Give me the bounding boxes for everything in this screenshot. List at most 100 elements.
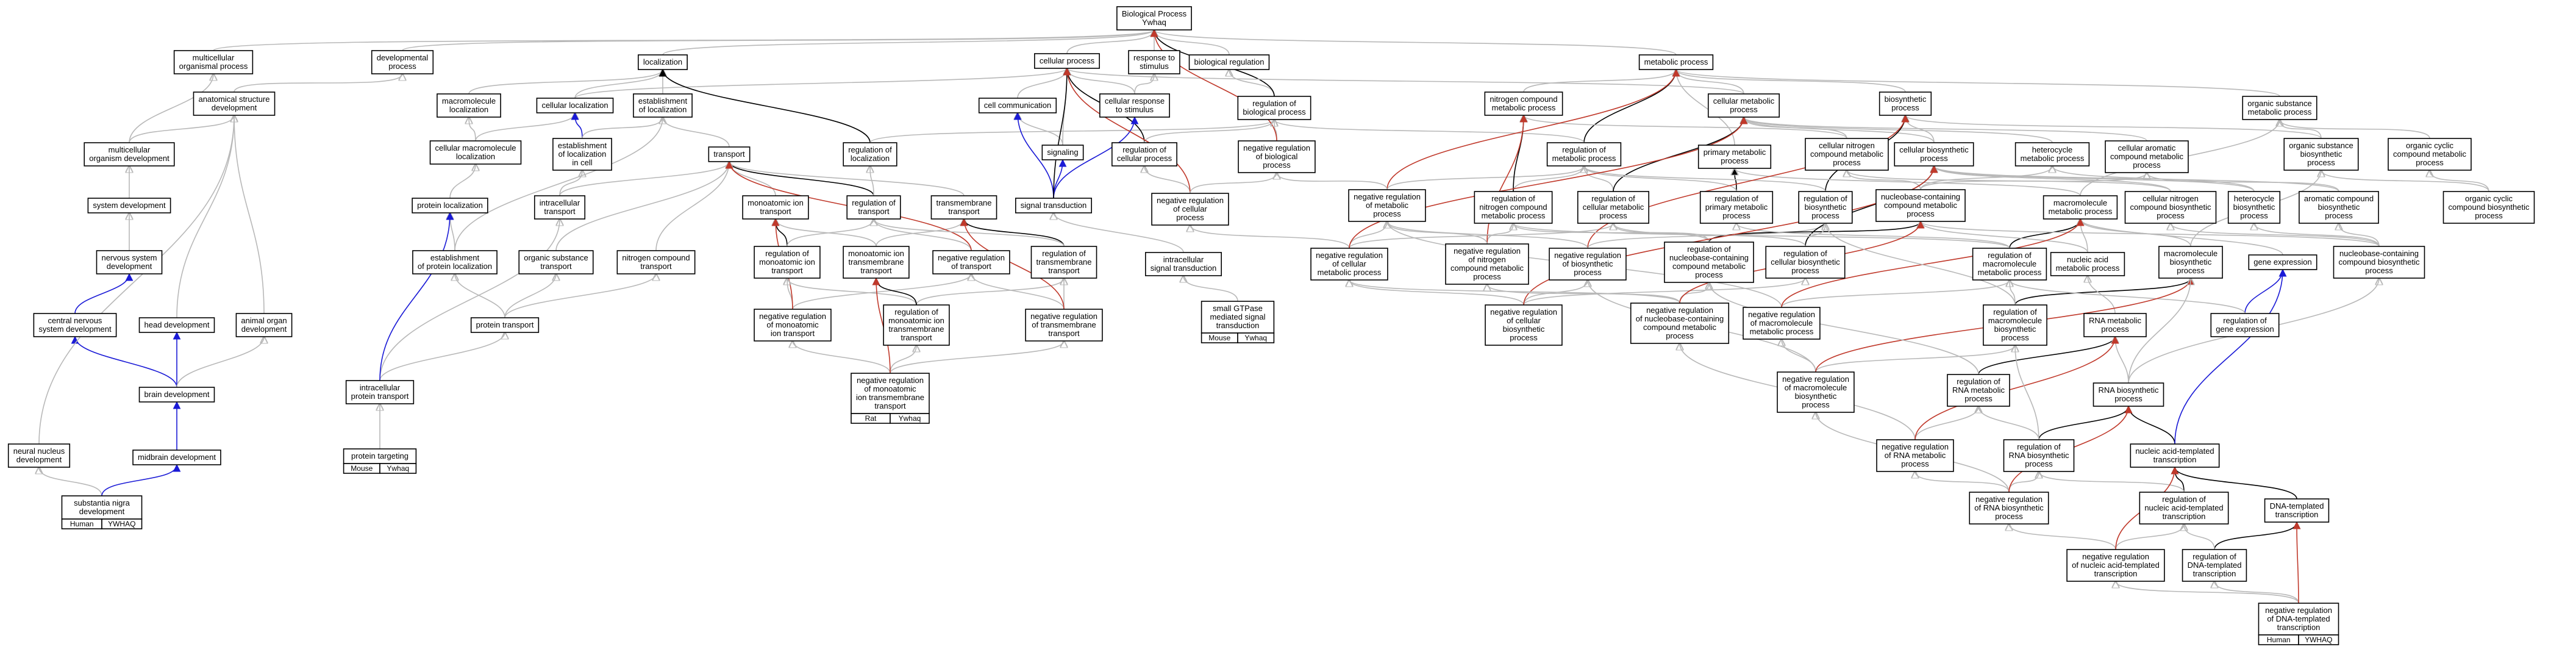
go-term-mbd[interactable]: midbrain development	[132, 450, 221, 465]
go-term-biol[interactable]: biological regulation	[1188, 54, 1270, 70]
go-term-pl[interactable]: protein localization	[412, 198, 488, 213]
go-term-st[interactable]: signal transduction	[1015, 198, 1093, 213]
go-term-cp[interactable]: cellular process	[1034, 53, 1100, 69]
go-term-trans[interactable]: transport	[708, 146, 751, 162]
go-term-hd[interactable]: head development	[138, 317, 215, 333]
go-term-cl[interactable]: cellular localization	[536, 98, 614, 113]
go-term-sysd[interactable]: system development	[87, 198, 171, 213]
go-term-ge[interactable]: gene expression	[2248, 254, 2317, 270]
go-term-sig[interactable]: signaling	[1041, 145, 1084, 160]
go-term-loc[interactable]: localization	[638, 54, 688, 70]
go-term-bd[interactable]: brain development	[138, 387, 215, 403]
go-term-pt[interactable]: protein transport	[470, 317, 540, 333]
go-term-rmmbp[interactable]: regulation ofmacromoleculebiosyntheticpr…	[1983, 304, 2047, 346]
go-term-mp[interactable]: metabolic process	[1638, 54, 1714, 70]
go-term-ccomm[interactable]: cell communication	[978, 98, 1057, 113]
go-term-rnccmp[interactable]: regulation ofnucleobase-containingcompou…	[1664, 242, 1754, 283]
